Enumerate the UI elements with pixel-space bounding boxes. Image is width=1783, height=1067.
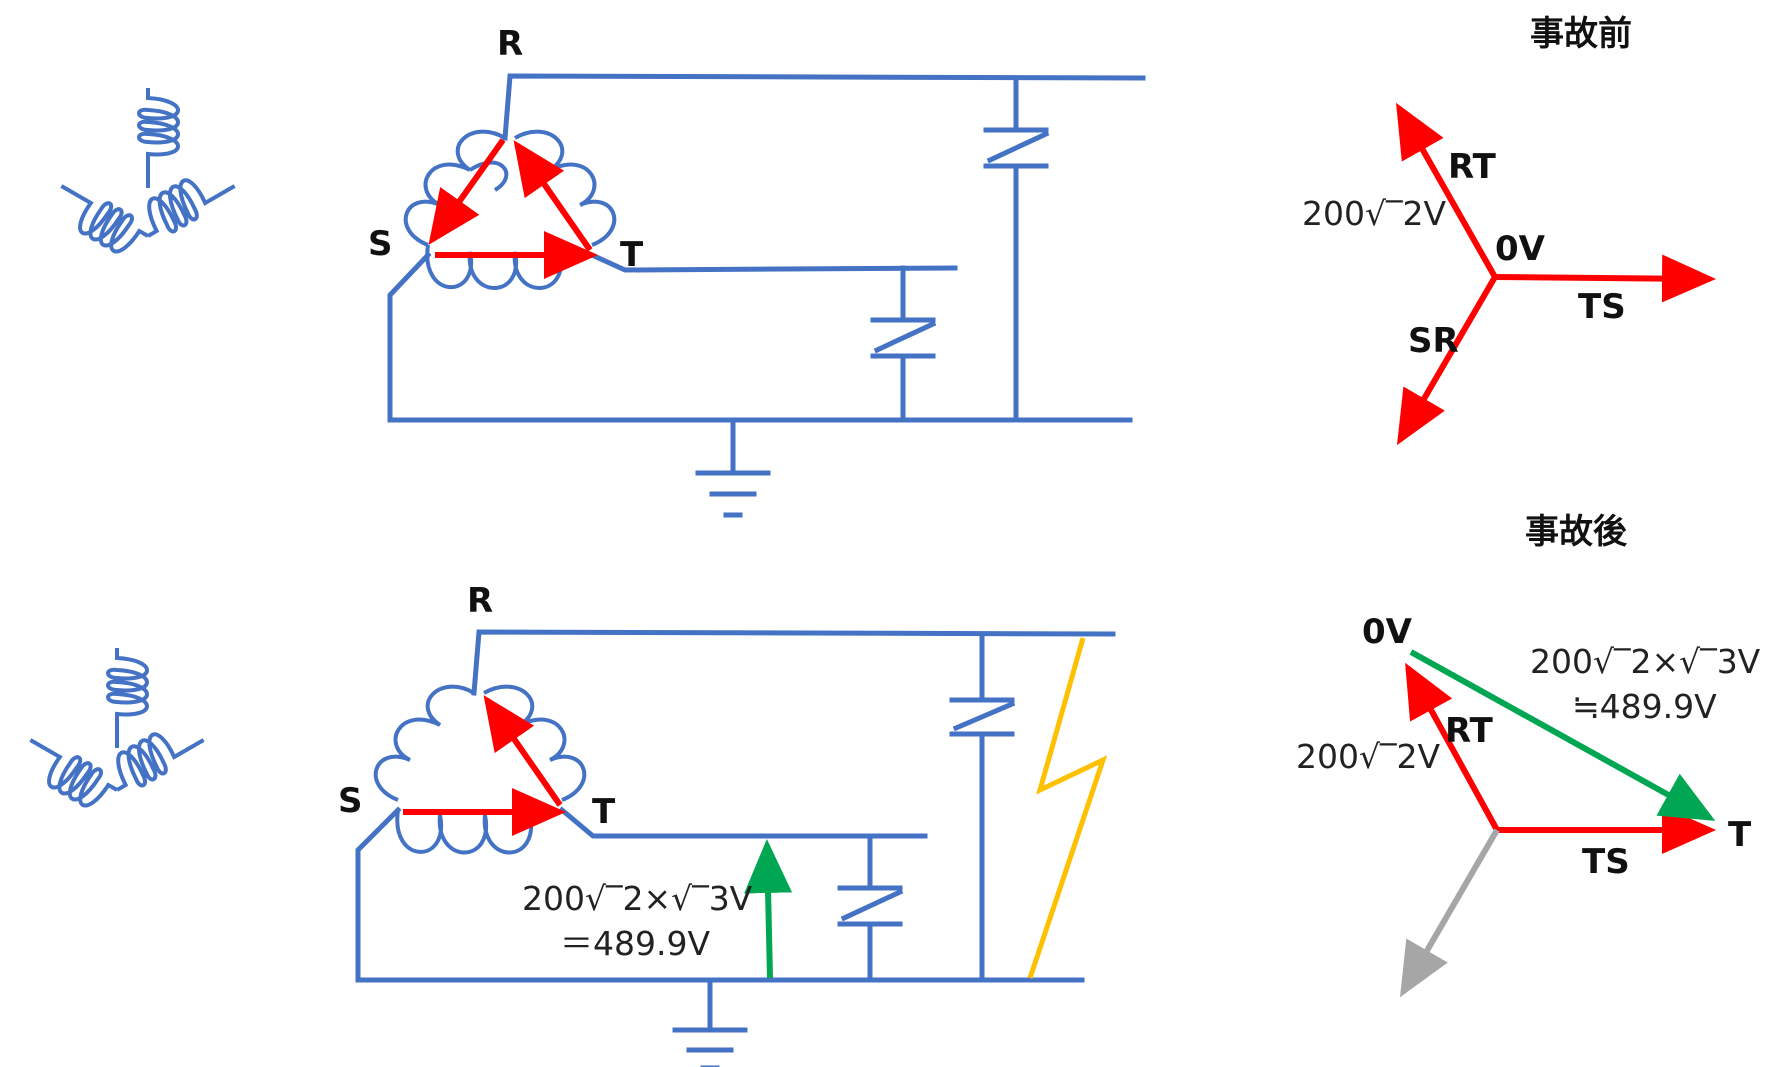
phasor-before-label-RT: RT bbox=[1448, 147, 1497, 187]
phasor-after-title: 事故後 bbox=[1525, 512, 1628, 552]
bottom-circuit: R S T 200√‾2×√‾3V ＝489.9V bbox=[13, 581, 1116, 1067]
top-label-S: S bbox=[368, 224, 393, 264]
bottom-ground bbox=[672, 977, 748, 1067]
phasor-after-label-T: T bbox=[1728, 815, 1752, 855]
top-label-R: R bbox=[497, 24, 523, 64]
bottom-label-S: S bbox=[338, 781, 363, 821]
phasor-after-line-voltage-2: ≒489.9V bbox=[1572, 687, 1717, 726]
phasor-after-label-TS: TS bbox=[1582, 842, 1630, 882]
top-wire-R bbox=[502, 73, 1146, 141]
top-delta-coils bbox=[403, 129, 617, 290]
bottom-voltage-arrow bbox=[744, 839, 793, 979]
bottom-arrester-R bbox=[949, 631, 1016, 983]
bottom-label-T: T bbox=[592, 792, 616, 832]
phasor-before-title: 事故前 bbox=[1530, 14, 1632, 54]
bottom-wye-source bbox=[13, 646, 211, 818]
top-ground bbox=[695, 417, 771, 518]
phasor-after-voltage: 200√‾2V bbox=[1296, 737, 1441, 776]
bottom-label-R: R bbox=[467, 581, 493, 621]
bottom-wire-S bbox=[355, 806, 1085, 983]
top-arrester-T bbox=[870, 265, 937, 423]
top-wire-T bbox=[588, 251, 958, 273]
phasor-before-SR bbox=[1396, 275, 1498, 446]
bottom-wire-R bbox=[471, 629, 1116, 696]
phasor-after-label-0V: 0V bbox=[1362, 612, 1413, 652]
bottom-voltage-line2: ＝489.9V bbox=[560, 924, 710, 963]
bottom-delta-arrow-TR bbox=[483, 695, 563, 807]
phasor-after-line-voltage-1: 200√‾2×√‾3V bbox=[1530, 642, 1761, 681]
top-delta-arrow-TR bbox=[513, 140, 593, 252]
bottom-arrester-T bbox=[837, 833, 904, 983]
phasor-before: 事故前 RT 200√‾2V 0V TS SR bbox=[1302, 14, 1716, 446]
phasor-before-label-0V: 0V bbox=[1495, 229, 1546, 269]
top-arrester-R bbox=[983, 75, 1050, 423]
bottom-wire-T bbox=[558, 806, 928, 839]
phasor-before-TS bbox=[1494, 254, 1716, 303]
bottom-ground-fault-lightning bbox=[1027, 637, 1108, 979]
phasor-after-line-voltage bbox=[1409, 649, 1716, 821]
top-wye-source bbox=[44, 86, 242, 264]
phasor-after-RT bbox=[1405, 662, 1500, 832]
bottom-voltage-line1: 200√‾2×√‾3V bbox=[522, 879, 753, 918]
bottom-delta-coils bbox=[373, 684, 587, 855]
top-delta-arrow-RS bbox=[428, 138, 506, 245]
phasor-after-label-RT: RT bbox=[1445, 711, 1494, 751]
phasor-before-label-SR: SR bbox=[1408, 321, 1459, 361]
phasor-before-voltage: 200√‾2V bbox=[1302, 194, 1447, 233]
top-label-T: T bbox=[620, 235, 644, 275]
phasor-before-RT bbox=[1396, 102, 1498, 279]
top-wire-S bbox=[387, 251, 1133, 423]
phasor-after-SR-removed bbox=[1399, 828, 1500, 998]
phasor-before-label-TS: TS bbox=[1578, 287, 1626, 327]
phasor-after: 事故後 0V RT 200√‾2V TS T 200√‾2×√‾3V ≒489.… bbox=[1296, 512, 1761, 998]
top-circuit: R S T bbox=[44, 24, 1146, 518]
